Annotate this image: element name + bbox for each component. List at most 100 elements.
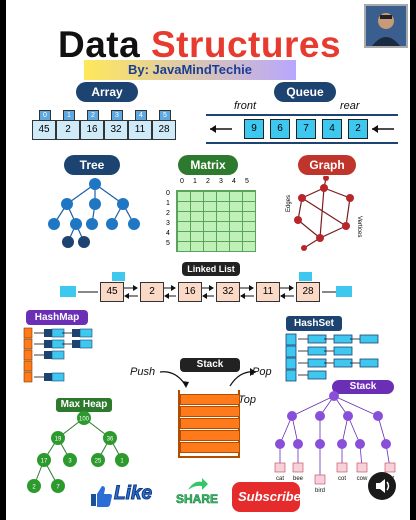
label-graph: Graph xyxy=(298,155,356,175)
array-cell: 11 xyxy=(128,120,152,140)
hashmap-bucket xyxy=(23,360,33,372)
linked-list-node: 2 xyxy=(140,282,164,302)
stack-top-label: Top xyxy=(238,394,256,406)
heap-node xyxy=(37,453,51,467)
author-avatar[interactable] xyxy=(364,4,408,48)
hashmap-key xyxy=(72,340,80,348)
array-cell: 32 xyxy=(104,120,128,140)
hashset-entry xyxy=(307,358,327,368)
linked-list-node: 28 xyxy=(296,282,320,302)
tree-diagram xyxy=(48,178,140,248)
heap-node-label: 2 xyxy=(32,485,36,491)
graph-diagram: Edges Vertices xyxy=(286,176,362,251)
matrix-col-index: 2 xyxy=(206,178,210,185)
page-title: Data Structures xyxy=(58,24,341,66)
hashmap-key xyxy=(72,329,80,337)
matrix-row-index: 2 xyxy=(166,210,170,217)
hashmap-value xyxy=(51,350,65,360)
trie-node xyxy=(337,439,347,449)
hashmap-value xyxy=(51,372,65,382)
queue-cell: 2 xyxy=(348,119,368,139)
like-button[interactable]: Like xyxy=(88,482,158,510)
queue-cell: 9 xyxy=(244,119,264,139)
share-label: SHARE xyxy=(176,492,219,507)
matrix-row-index: 5 xyxy=(166,240,170,247)
array-cell: 16 xyxy=(80,120,104,140)
speaker-button[interactable] xyxy=(368,472,396,500)
queue-front-label: front xyxy=(234,100,257,112)
speaker-icon xyxy=(376,479,390,493)
hashset-diagram xyxy=(285,333,379,382)
subscribe-button[interactable]: Subscribe xyxy=(232,482,301,512)
linked-list-node: 45 xyxy=(100,282,124,302)
like-label: Like xyxy=(113,483,153,505)
stack-diagram xyxy=(178,390,240,458)
heap-node xyxy=(103,431,117,445)
label-hashset: HashSet xyxy=(286,316,342,331)
stack-push-label: Push xyxy=(130,366,156,378)
heap-node xyxy=(91,453,105,467)
author-byline: By: JavaMindTechie xyxy=(84,60,296,80)
title-word-data: Data xyxy=(58,24,141,65)
label-linked-list: Linked List xyxy=(182,262,240,276)
trie-node xyxy=(355,439,365,449)
heap-node xyxy=(63,453,77,467)
trie-node xyxy=(275,439,285,449)
subscribe-label: Subscribe xyxy=(238,489,301,504)
graph-vertices-label: Vertices xyxy=(356,216,362,237)
heap-node xyxy=(115,453,129,467)
heap-node-label: 36 xyxy=(107,437,114,443)
hashmap-bucket xyxy=(23,338,33,350)
hashset-entry xyxy=(333,358,353,368)
label-max-heap: Max Heap xyxy=(56,398,112,412)
heap-node-label: 100 xyxy=(79,417,90,423)
heap-node xyxy=(51,431,65,445)
array-cell: 45 xyxy=(32,120,56,140)
linked-list-node: 32 xyxy=(216,282,240,302)
hashmap-key xyxy=(44,351,52,359)
label-trie: Stack xyxy=(332,380,394,394)
hashset-entry xyxy=(307,370,327,380)
matrix-row-index: 3 xyxy=(166,220,170,227)
trie-node xyxy=(315,439,325,449)
trie-leaf xyxy=(356,462,368,473)
queue-cell: 4 xyxy=(322,119,342,139)
hashset-entry xyxy=(307,334,327,344)
avatar-icon xyxy=(366,6,406,46)
trie-leaf xyxy=(336,462,348,473)
queue-cell: 7 xyxy=(296,119,316,139)
trie-word: cat xyxy=(276,476,284,482)
trie-leaf xyxy=(384,462,396,473)
trie-root xyxy=(329,391,339,401)
heap-node xyxy=(77,411,91,425)
matrix-row-index: 0 xyxy=(166,190,170,197)
array-cell: 2 xyxy=(56,120,80,140)
trie-leaf xyxy=(274,462,286,473)
hashset-entry xyxy=(359,334,379,344)
hashset-bucket xyxy=(285,333,297,346)
matrix-col-index: 4 xyxy=(232,178,236,185)
trie-leaf xyxy=(314,474,326,485)
heap-node-label: 1 xyxy=(120,459,124,465)
trie-node xyxy=(293,439,303,449)
trie-word: cot xyxy=(338,476,346,482)
hashset-entry xyxy=(333,346,353,356)
heap-node-label: 19 xyxy=(55,437,62,443)
label-matrix: Matrix xyxy=(178,155,238,175)
matrix-row-index: 4 xyxy=(166,230,170,237)
share-button[interactable]: SHARE xyxy=(176,478,218,510)
linked-list-node: 16 xyxy=(178,282,202,302)
trie-word: bee xyxy=(293,476,304,482)
matrix-row-index: 1 xyxy=(166,200,170,207)
label-tree: Tree xyxy=(64,155,120,175)
trie-node xyxy=(287,411,297,421)
label-hashmap: HashMap xyxy=(26,310,88,325)
hashset-entry xyxy=(359,358,379,368)
heap-node xyxy=(27,479,41,493)
matrix-col-index: 5 xyxy=(245,178,249,185)
